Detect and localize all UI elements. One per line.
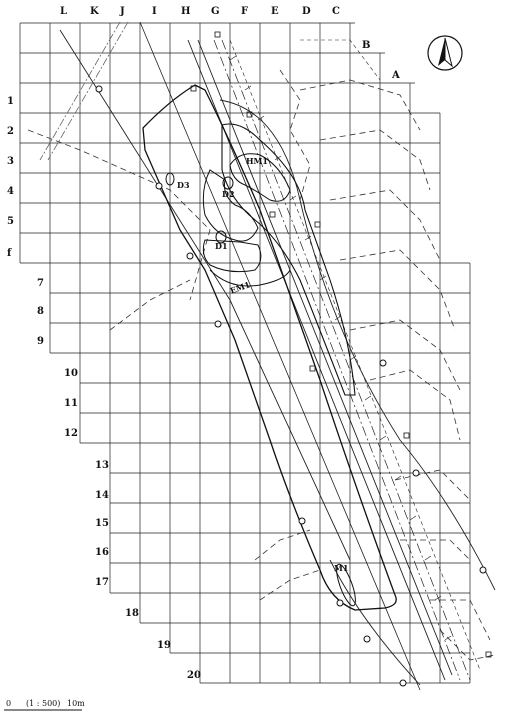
row-18: 18 bbox=[125, 608, 139, 619]
row-20: 20 bbox=[187, 670, 201, 681]
d3-pit bbox=[165, 172, 175, 186]
col-I: I bbox=[152, 6, 157, 17]
scale-bar: 0 (1 : 500) 10m bbox=[4, 699, 85, 711]
row-16: 16 bbox=[95, 547, 109, 558]
row-3: 3 bbox=[7, 156, 14, 167]
col-J: J bbox=[119, 6, 125, 17]
d1-outline bbox=[202, 239, 262, 273]
row-19: 19 bbox=[157, 640, 171, 651]
scale-zero: 0 bbox=[6, 699, 11, 708]
label-d3: D3 bbox=[177, 180, 190, 190]
row-2: 2 bbox=[7, 126, 14, 137]
row-labels: 1 2 3 4 5 f 7 8 9 10 11 12 13 14 15 16 1… bbox=[7, 96, 201, 681]
north-arrow-icon bbox=[427, 35, 463, 71]
label-d2: D2 bbox=[222, 189, 235, 199]
m1-pit bbox=[336, 563, 356, 607]
col-B: B bbox=[362, 40, 370, 51]
small-squares bbox=[190, 31, 492, 658]
row-11: 11 bbox=[64, 398, 78, 409]
row-4: 4 bbox=[7, 186, 14, 197]
row-15: 15 bbox=[95, 518, 109, 529]
hm1-feature bbox=[229, 153, 291, 202]
scale-length: 10m bbox=[67, 699, 85, 708]
row-9: 9 bbox=[37, 336, 44, 347]
d2-pit bbox=[222, 176, 234, 190]
column-labels: L K J I H G F E D C B A bbox=[60, 6, 400, 81]
survey-points bbox=[95, 85, 487, 687]
row-6: f bbox=[7, 248, 12, 259]
col-F: F bbox=[241, 6, 248, 17]
row-17: 17 bbox=[95, 577, 109, 588]
col-E: E bbox=[271, 6, 279, 17]
col-G: G bbox=[211, 6, 220, 17]
row-14: 14 bbox=[95, 490, 109, 501]
grid bbox=[19, 22, 471, 684]
d1-pit bbox=[215, 230, 227, 244]
scale-ratio: (1 : 500) bbox=[26, 699, 60, 708]
linear-features bbox=[39, 21, 496, 691]
row-12: 12 bbox=[64, 428, 78, 439]
em1-outline bbox=[209, 269, 291, 287]
col-H: H bbox=[181, 6, 190, 17]
col-D: D bbox=[302, 6, 311, 17]
col-K: K bbox=[90, 6, 99, 17]
row-5: 5 bbox=[7, 216, 14, 227]
label-hm1: HM1 bbox=[246, 156, 268, 166]
col-A: A bbox=[391, 70, 400, 81]
row-8: 8 bbox=[37, 306, 44, 317]
row-7: 7 bbox=[37, 278, 44, 289]
row-10: 10 bbox=[64, 368, 78, 379]
row-1: 1 bbox=[7, 96, 14, 107]
main-excavation-outline bbox=[142, 84, 397, 611]
label-d1: D1 bbox=[215, 241, 228, 251]
d2-outline bbox=[202, 169, 259, 242]
hm1-outline bbox=[221, 123, 356, 396]
col-L: L bbox=[60, 6, 67, 17]
col-C: C bbox=[332, 6, 340, 17]
row-13: 13 bbox=[95, 460, 109, 471]
label-m1: M1 bbox=[334, 563, 348, 573]
